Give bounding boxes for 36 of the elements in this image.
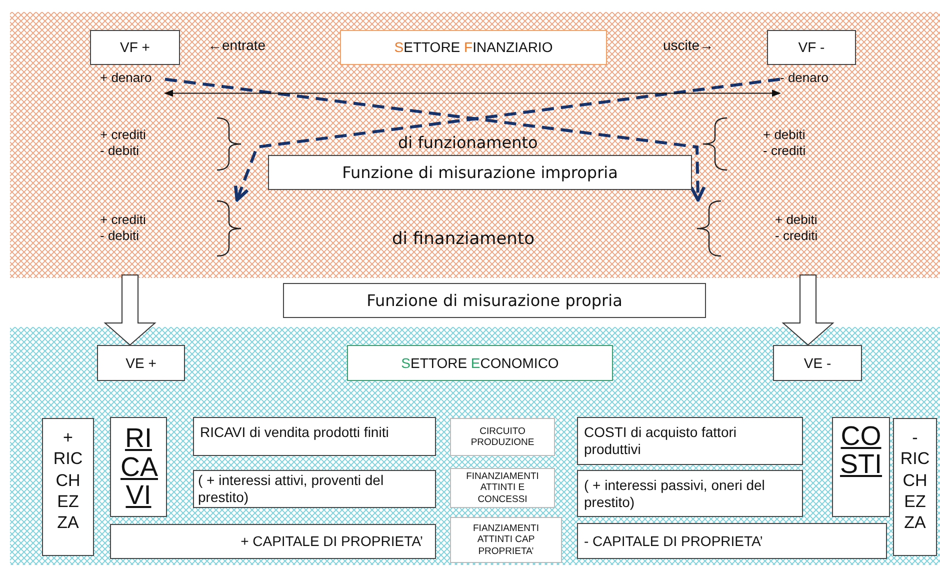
text-label: + denaro — [100, 70, 152, 86]
arrow — [164, 90, 781, 97]
text-label: + crediti - debiti — [100, 212, 147, 244]
text-label: + debiti - crediti — [763, 127, 807, 160]
text-box: CIRCUITO PRODUZIONE — [450, 418, 555, 456]
text-box: ( + interessi passivi, oneri del prestito) — [577, 470, 803, 517]
dashed-arrow — [164, 78, 706, 202]
block-arrow — [782, 274, 834, 346]
text-label: + crediti - debiti — [100, 127, 147, 160]
sector-title-box: SETTORE FINANZIARIO — [340, 30, 607, 65]
text-box: FIANZIAMENTI ATTINTI CAP PROPRIETA’ — [450, 517, 562, 563]
text-label: - denaro — [780, 70, 828, 86]
text-box: VE - — [773, 345, 862, 381]
text-box: ( + interessi attivi, proventi del prestito) — [193, 470, 436, 508]
flow-label: uscite→ — [663, 37, 714, 53]
vertical-label-box: CO STI — [832, 417, 890, 517]
text-box: VF + — [90, 30, 180, 65]
section-label: di funzionamento — [398, 133, 538, 152]
dashed-arrow — [234, 78, 780, 202]
text-box: Funzione di misurazione impropria — [268, 155, 692, 190]
block-arrow — [104, 274, 156, 346]
text-box: RICAVI di vendita prodotti finiti — [193, 417, 436, 456]
vertical-label-box: RI CA VI — [110, 417, 167, 517]
text-box: Funzione di misurazione propria — [283, 283, 706, 318]
text-label: + debiti - crediti — [775, 212, 819, 244]
text-box: VF - — [767, 30, 856, 65]
text-box: - RIC CH EZ ZA — [893, 418, 937, 556]
text-box: + CAPITALE DI PROPRIETA’ — [110, 524, 436, 559]
text-box: - CAPITALE DI PROPRIETA’ — [577, 523, 887, 559]
flow-label: ←entrate — [208, 37, 266, 53]
sector-title-box: SETTORE ECONOMICO — [347, 345, 613, 381]
text-box: FINANZIAMENTI ATTINTI E CONCESSI — [450, 468, 555, 508]
text-box: COSTI di acquisto fattori produttivi — [577, 417, 803, 465]
text-box: VE + — [97, 345, 185, 381]
text-box: + RIC CH EZ ZA — [42, 418, 94, 556]
section-label: di finanziamento — [392, 229, 535, 249]
